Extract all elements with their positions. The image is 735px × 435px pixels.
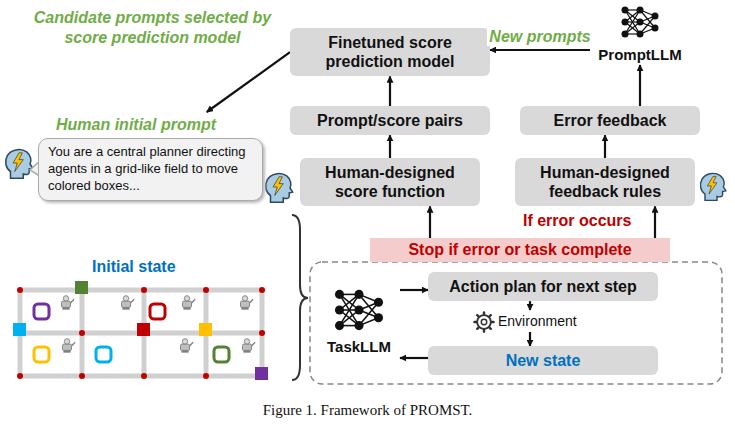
grid-world <box>13 281 268 380</box>
node-text: Stop if error or task complete <box>376 241 664 259</box>
node-text: Finetuned score prediction model <box>298 33 482 71</box>
figure-caption: Figure 1. Framework of PROMST. <box>0 402 735 419</box>
neural-net-icon <box>622 7 659 38</box>
node-text: Human-designed score function <box>308 163 472 201</box>
node-text: Action plan for next step <box>436 277 650 296</box>
llm-node: TaskLLM <box>318 282 400 359</box>
node-text: Prompt/score pairs <box>298 111 482 130</box>
state-box: New state <box>428 346 658 375</box>
node-text: Human-designed feedback rules <box>523 163 687 201</box>
human-head-icon <box>6 150 33 179</box>
node-text: You are a central planner directing agen… <box>38 138 263 201</box>
arrow-connector <box>389 135 391 158</box>
node-heading: Human initial prompt <box>38 112 263 138</box>
arrow-connector <box>529 332 531 346</box>
arrow-connector <box>207 52 290 112</box>
arrow-connector <box>389 76 391 106</box>
arrow-connector <box>604 135 606 158</box>
node-text: Environment <box>498 313 616 329</box>
human-head-icon <box>700 173 725 200</box>
annotation: Candidate prompts selected by score pred… <box>15 8 290 48</box>
process-box: Human-designed score function <box>300 158 480 206</box>
node-text: New state <box>436 351 650 370</box>
process-box: Action plan for next step <box>428 272 658 301</box>
arrow-connector <box>529 301 531 310</box>
environment-node: Environment <box>470 310 620 332</box>
neural-net-icon <box>335 290 383 330</box>
gear-icon <box>474 312 493 331</box>
grid-label: Initial state <box>92 258 222 276</box>
arrow-connector <box>639 65 641 106</box>
arrow-connector <box>400 357 428 359</box>
arrow-connector <box>654 206 656 238</box>
process-box: Human-designed feedback rules <box>515 158 695 206</box>
process-box: Error feedback <box>520 106 700 135</box>
prompt-bubble: Human initial promptYou are a central pl… <box>38 112 263 201</box>
node-text: PromptLLM <box>590 46 690 63</box>
process-box: Finetuned score prediction model <box>290 28 490 76</box>
arrow-connector <box>400 289 428 291</box>
bracket <box>292 215 308 380</box>
node-text: Error feedback <box>528 111 692 130</box>
task-loop-dashed-frame <box>310 262 722 384</box>
process-box: Prompt/score pairs <box>290 106 490 135</box>
stop-band: Stop if error or task complete <box>370 238 670 262</box>
arrow-connector <box>490 49 590 51</box>
node-text: TaskLLM <box>318 338 400 355</box>
arrow-connector <box>429 206 431 238</box>
edge-label: New prompts <box>487 28 592 46</box>
human-head-icon <box>266 174 293 203</box>
condition-label: If error occurs <box>523 212 653 230</box>
llm-node: PromptLLM <box>590 4 690 65</box>
